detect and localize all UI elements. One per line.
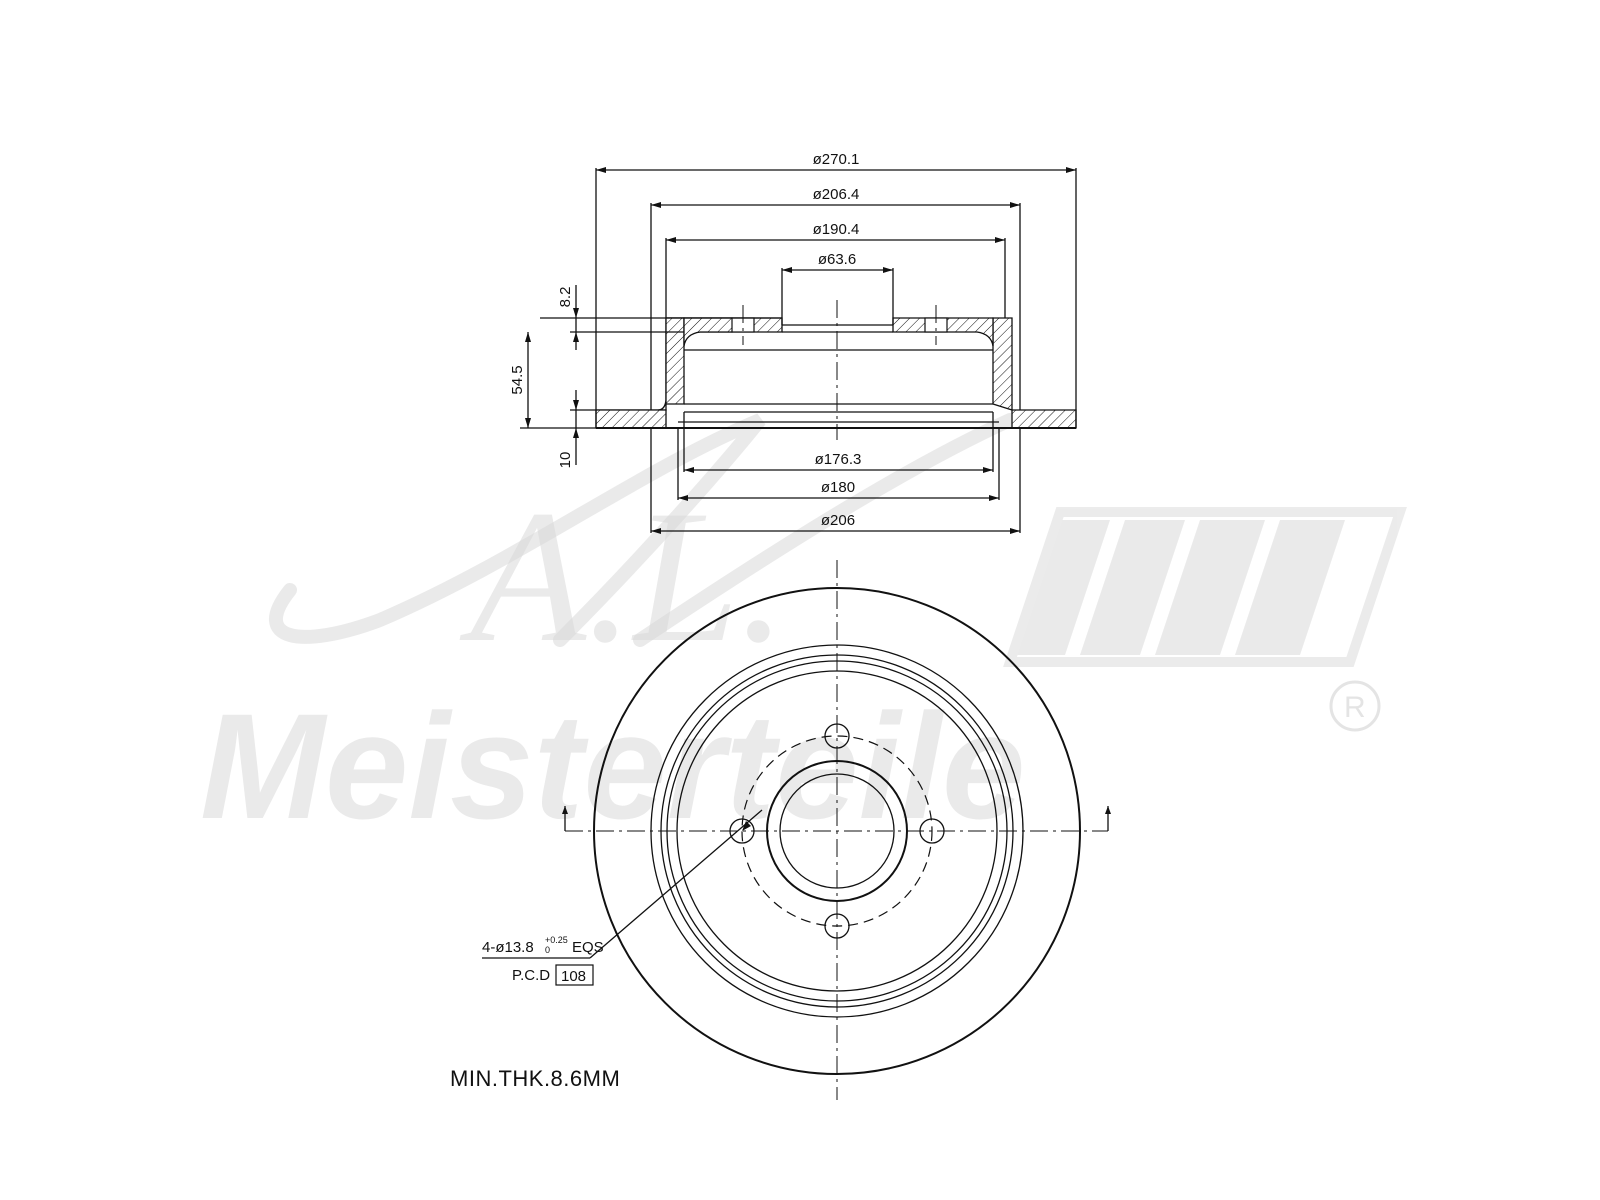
dim-180-diameter: ø180 (821, 479, 855, 496)
min-thickness-note: MIN.THK.8.6MM (450, 1066, 620, 1091)
dim-1904-diameter: ø190.4 (813, 221, 860, 238)
dim-height-545: 54.5 (509, 365, 526, 394)
dim-height-82: 8.2 (557, 287, 574, 308)
section-flange-left (595, 409, 667, 429)
dim-206-diameter: ø206 (821, 512, 855, 529)
dim-outer-diameter: ø270.1 (813, 151, 860, 168)
svg-text:4-ø13.8: 4-ø13.8 (482, 939, 534, 956)
dim-1763-diameter: ø176.3 (815, 451, 862, 468)
watermark-swoosh (269, 413, 1017, 647)
watermark-brand: Meisterteile (200, 682, 1025, 850)
pcd-callout: P.C.D 108 (512, 964, 594, 986)
dim-height-10: 10 (557, 452, 574, 469)
svg-text:+0.25: +0.25 (545, 935, 568, 945)
svg-text:P.C.D: P.C.D (512, 967, 550, 984)
dim-2064-diameter: ø206.4 (813, 186, 860, 203)
svg-text:R: R (1344, 691, 1366, 724)
dim-hub-diameter: ø63.6 (818, 251, 856, 268)
svg-text:108: 108 (561, 968, 586, 985)
hole-leader-line (589, 809, 763, 959)
watermark-script: A.L. (459, 472, 787, 682)
section-flange-right (1011, 409, 1077, 429)
svg-text:EQS: EQS (572, 939, 604, 956)
registered-mark-icon: R (1329, 680, 1381, 732)
plan-view: 4-ø13.8 +0.25 0 EQS P.C.D 108 MIN.THK.8.… (450, 560, 1111, 1100)
section-view: ø270.1 ø206.4 ø190.4 ø63.6 ø176.3 ø180 ø… (509, 151, 1077, 534)
watermark-stripes (1003, 507, 1407, 667)
hole-callout: 4-ø13.8 +0.25 0 EQS (482, 935, 604, 956)
section-wall-left (665, 317, 685, 405)
section-wall-right (992, 317, 1013, 411)
watermark: A.L. Meisterteile R (200, 413, 1407, 850)
svg-text:0: 0 (545, 945, 550, 955)
